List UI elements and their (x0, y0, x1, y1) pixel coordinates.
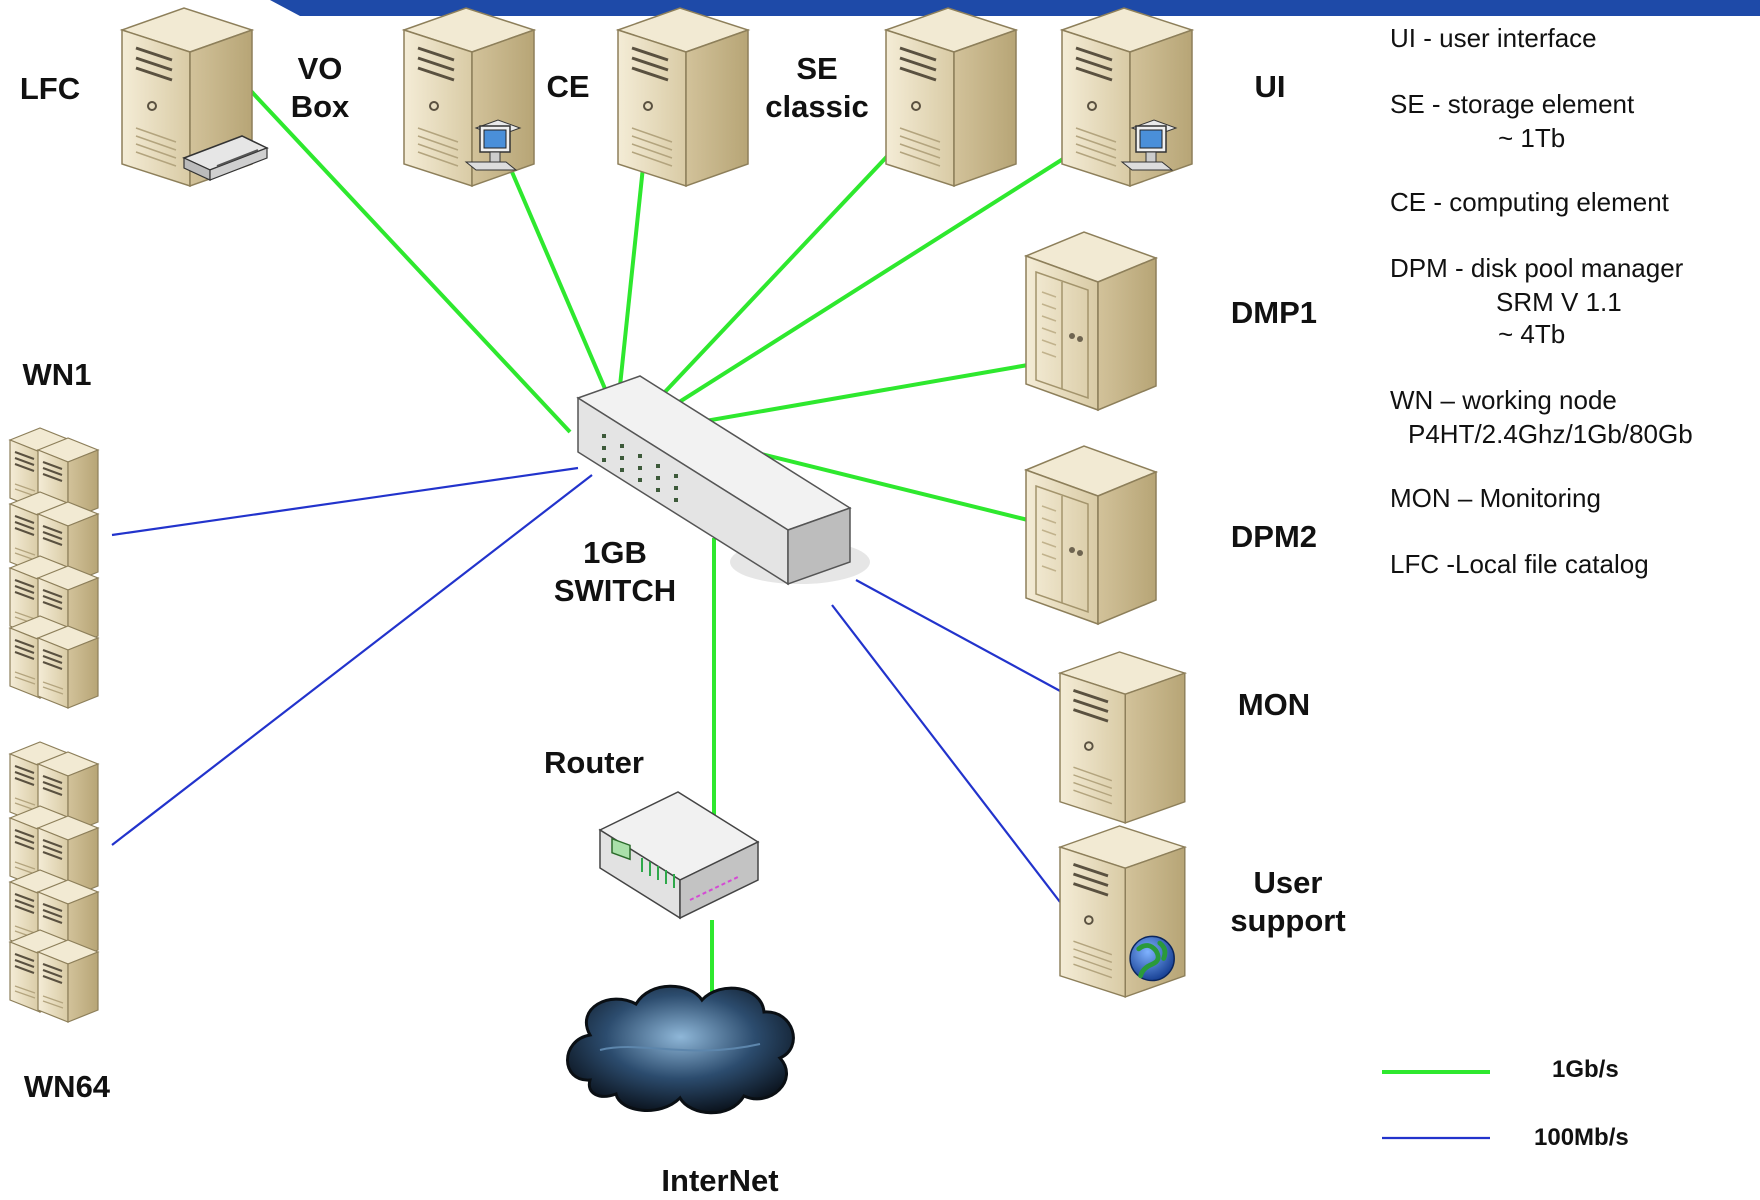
link-se2-switch (644, 146, 897, 414)
def-se: SE - storage element (1390, 89, 1635, 119)
def-dpm: DPM - disk pool manager (1390, 253, 1684, 283)
legend-fast-label: 100Mb/s (1534, 1124, 1629, 1151)
se-server (616, 6, 750, 188)
dmp1-cabinet (1025, 231, 1157, 411)
wn64-rack (10, 742, 98, 1022)
label-se-line1: SE (796, 51, 838, 86)
label-wn64: WN64 (23, 1069, 111, 1104)
link-ce-switch (510, 171, 614, 406)
label-vo-box-line1: VO (297, 51, 343, 86)
dpm2-cabinet (1025, 445, 1157, 625)
label-vo-box-line2: Box (290, 89, 350, 124)
label-ce: CE (546, 69, 590, 104)
header-bar (300, 0, 1760, 16)
label-switch-line1: 1GB (583, 535, 647, 570)
def-mon: MON – Monitoring (1390, 483, 1601, 513)
link-se-switch (616, 147, 647, 406)
def-dpm-srm: SRM V 1.1 (1496, 287, 1622, 317)
def-ce: CE - computing element (1390, 187, 1669, 217)
label-switch-line2: SWITCH (553, 573, 677, 608)
label-ui: UI (1254, 69, 1286, 104)
internet-cloud (566, 984, 795, 1115)
label-wn1: WN1 (22, 357, 92, 392)
link-wn1-switch (111, 466, 579, 537)
label-user-support-line1: User (1253, 865, 1323, 900)
label-router: Router (544, 745, 644, 780)
label-switch: 1GB SWITCH (530, 534, 700, 610)
link-switch-usersupport (831, 604, 1061, 903)
se-server-2 (884, 6, 1018, 188)
label-dmp1: DMP1 (1230, 295, 1318, 330)
lfc-server (120, 6, 269, 188)
ui-server (1060, 6, 1194, 188)
mon-server (1058, 650, 1187, 825)
user-support-server (1058, 824, 1187, 999)
def-wn: WN – working node (1390, 385, 1617, 415)
label-user-support-line2: support (1230, 903, 1346, 938)
def-dpm-size: ~ 4Tb (1498, 319, 1566, 349)
def-se-size: ~ 1Tb (1498, 123, 1566, 153)
link-ui-switch (652, 150, 1076, 420)
label-se-line2: classic (765, 89, 869, 124)
label-se: SE classic (752, 50, 882, 126)
ce-server (402, 6, 536, 188)
label-vo-box: VO Box (280, 50, 360, 126)
label-dpm2: DPM2 (1230, 519, 1318, 554)
label-internet: InterNet (661, 1163, 779, 1198)
router-device (598, 791, 760, 920)
label-mon: MON (1237, 687, 1311, 722)
link-vobox-switch (248, 88, 572, 434)
legend-gigabit-label: 1Gb/s (1552, 1056, 1619, 1083)
link-switch-mon (855, 579, 1063, 693)
wn1-rack (10, 428, 98, 708)
header-bar-edge (270, 0, 300, 16)
def-wn-spec: P4HT/2.4Ghz/1Gb/80Gb (1408, 419, 1693, 449)
def-ui: UI - user interface (1390, 23, 1597, 53)
link-dmp1-switch (664, 363, 1029, 430)
def-lfc: LFC -Local file catalog (1390, 549, 1649, 579)
label-lfc: LFC (19, 71, 81, 106)
fast-links (111, 466, 1063, 903)
label-user-support: User support (1208, 864, 1368, 940)
switch-device (576, 375, 870, 586)
link-wn64-switch (111, 474, 593, 846)
